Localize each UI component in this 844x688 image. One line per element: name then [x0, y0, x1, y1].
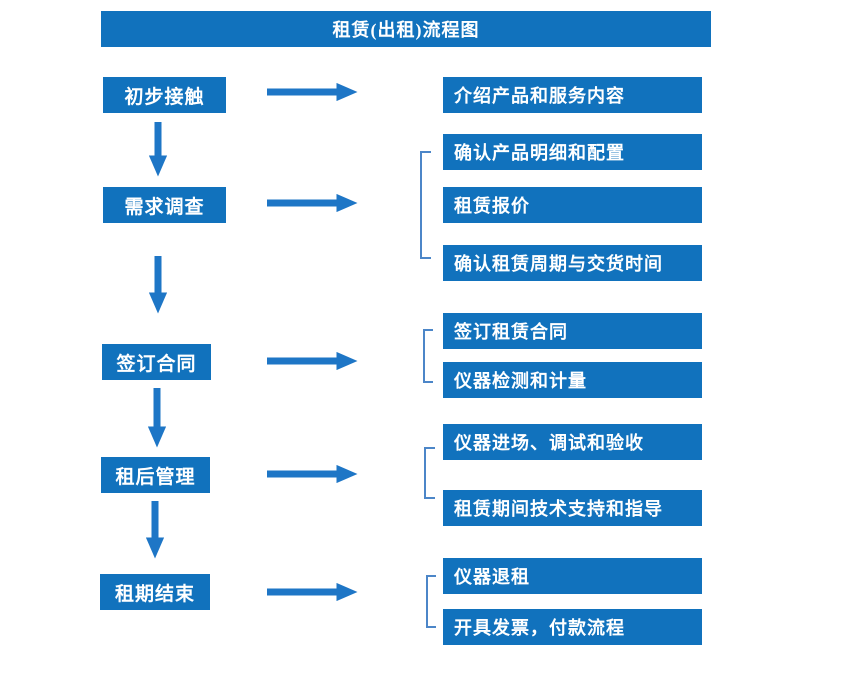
- flowchart-title: 租赁(出租)流程图: [101, 11, 711, 47]
- detail-confirm-product-details-config: 确认产品明细和配置: [443, 134, 702, 170]
- detail-invoice-payment-process: 开具发票，付款流程: [443, 609, 702, 645]
- step-demand-survey: 需求调查: [103, 187, 226, 223]
- detail-instrument-return: 仪器退租: [443, 558, 702, 594]
- detail-introduce-products-services: 介绍产品和服务内容: [443, 77, 702, 113]
- step-initial-contact: 初步接触: [103, 77, 226, 113]
- bracket-group-5: [426, 575, 436, 628]
- detail-sign-rental-contract: 签订租赁合同: [443, 313, 702, 349]
- step-rental-period-end: 租期结束: [100, 574, 210, 610]
- detail-technical-support-guidance: 租赁期间技术支持和指导: [443, 490, 702, 526]
- detail-rental-quotation: 租赁报价: [443, 187, 702, 223]
- detail-instrument-entry-debug-acceptance: 仪器进场、调试和验收: [443, 424, 702, 460]
- detail-confirm-rental-period-delivery: 确认租赁周期与交货时间: [443, 245, 702, 281]
- detail-instrument-inspection-metering: 仪器检测和计量: [443, 362, 702, 398]
- bracket-group-4: [424, 447, 435, 499]
- bracket-group-2: [420, 151, 431, 259]
- step-post-rental-management: 租后管理: [101, 457, 210, 493]
- bracket-group-3: [423, 329, 433, 383]
- step-sign-contract: 签订合同: [102, 344, 211, 380]
